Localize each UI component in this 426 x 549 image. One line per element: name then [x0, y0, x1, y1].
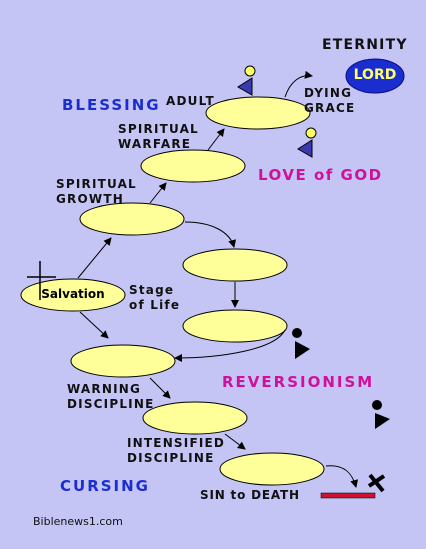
lord-oval: [345, 58, 405, 94]
death-bar: [320, 492, 376, 499]
blessing-label: BLESSING: [62, 96, 161, 114]
eternity-label: ETERNITY: [322, 37, 408, 53]
arrow-decline-to-warning: [174, 329, 286, 362]
arrow-sin-to-death-curve: [325, 465, 359, 488]
love-of-god-label: LOVE of GOD: [258, 166, 383, 184]
stage-of-life-label: Stage of Life: [129, 283, 181, 312]
footer-credit: Biblenews1.com: [33, 515, 123, 528]
arrow-salvation-to-warning: [79, 311, 109, 339]
arrow-intensified-to-sin-to-death: [224, 433, 246, 450]
person-icon-dying-grace: [297, 127, 317, 158]
stage-oval-decline-1: [182, 248, 288, 282]
salvation-label: Salvation: [41, 287, 105, 301]
stage-oval-spiritual-growth: [79, 202, 185, 236]
lord-label: LORD: [353, 67, 397, 83]
arrow-growth-to-warfare: [149, 182, 167, 204]
arrow-growth-to-decline: [184, 221, 237, 248]
fallen-cross-icon: [367, 473, 386, 493]
cross-icon: [27, 261, 56, 300]
stage-oval-intensified-discipline: [142, 401, 248, 435]
cursing-label: CURSING: [60, 477, 150, 495]
reversionism-label: REVERSIONISM: [222, 373, 375, 391]
stage-oval-adult: [205, 96, 311, 130]
arrow-warfare-to-adult: [207, 128, 225, 151]
intensified-discipline-label: INTENSIFIED DISCIPLINE: [127, 436, 226, 465]
sin-to-death-label: SIN to DEATH: [200, 488, 300, 502]
stage-oval-salvation: [20, 278, 126, 312]
reversion-person-icon-1: [292, 328, 310, 359]
arrow-warning-to-intensified: [149, 377, 171, 399]
stage-oval-warning-discipline: [70, 344, 176, 378]
arrow-salvation-to-growth: [77, 237, 112, 279]
stage-oval-decline-2: [182, 309, 288, 343]
spiritual-growth-label: SPIRITUAL GROWTH: [56, 177, 137, 206]
warning-discipline-label: WARNING DISCIPLINE: [67, 382, 155, 411]
dying-grace-label: DYING GRACE: [304, 86, 356, 115]
spiritual-warfare-label: SPIRITUAL WARFARE: [118, 122, 199, 151]
reversion-person-icon-2: [372, 400, 390, 429]
adult-label: ADULT: [166, 94, 215, 108]
stage-oval-spiritual-warfare: [140, 149, 246, 183]
person-icon-adult: [237, 65, 256, 96]
stage-oval-sin-to-death: [219, 452, 325, 486]
arrow-adult-to-dying-grace: [284, 70, 313, 98]
